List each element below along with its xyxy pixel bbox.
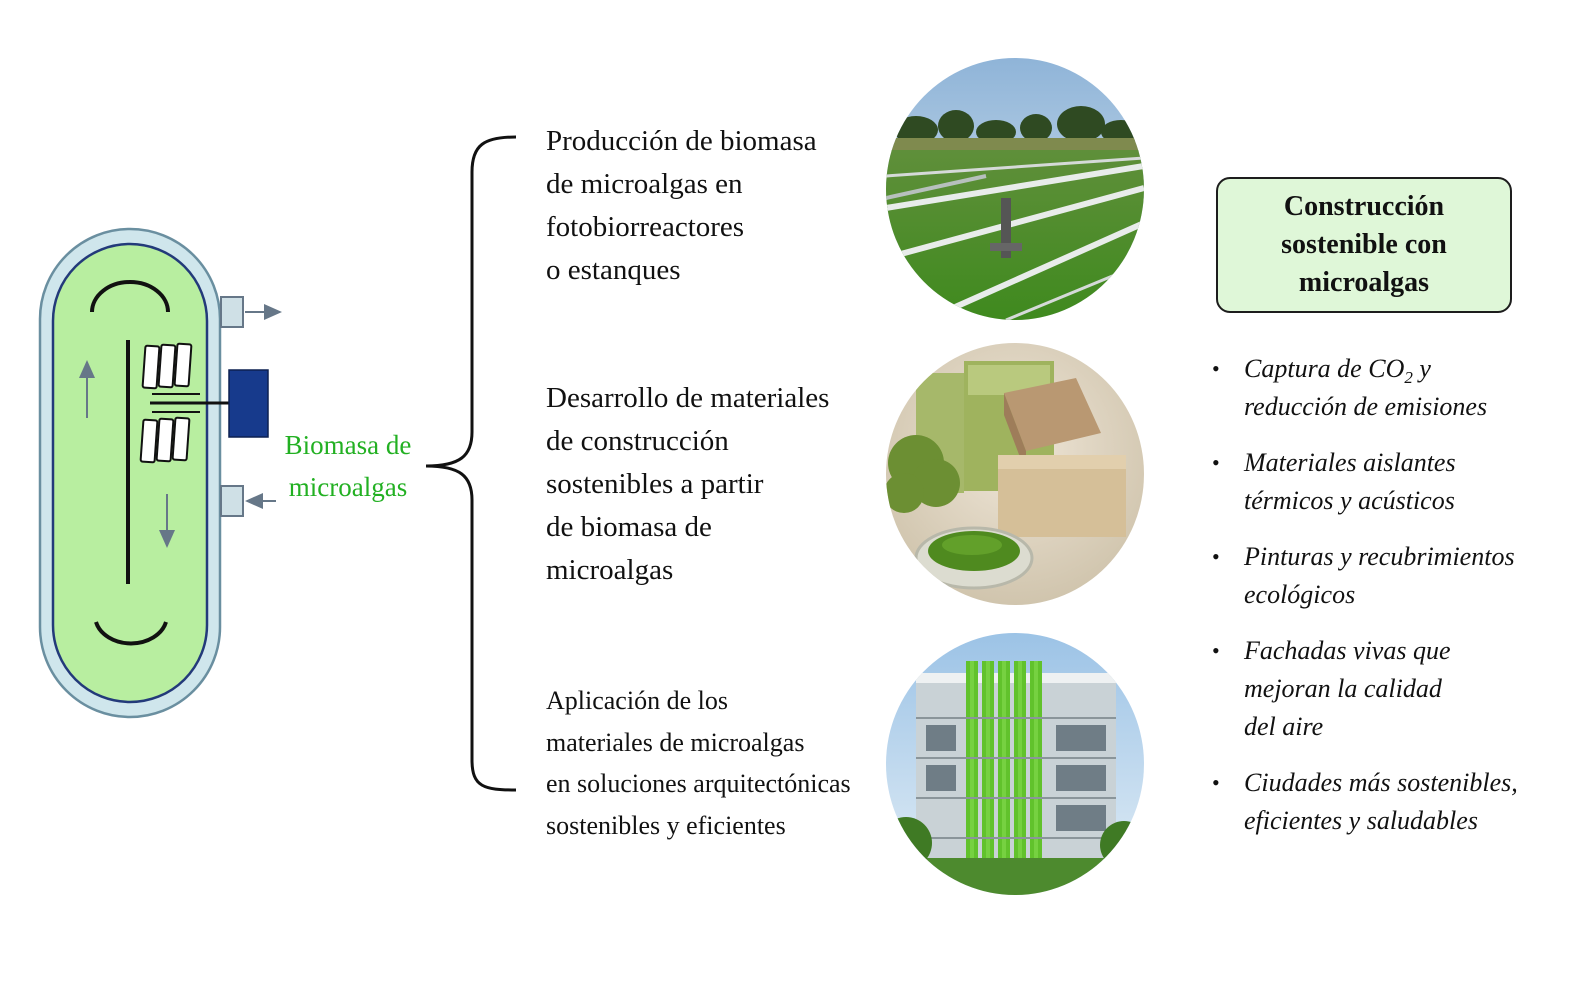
stage-line: o estanques — [546, 254, 681, 286]
summary-title-line: microalgas — [1298, 267, 1430, 298]
benefit-line: Ciudades más sostenibles, — [1244, 768, 1518, 797]
benefit-line: eficientes y saludables — [1244, 806, 1478, 835]
stage-line: en soluciones arquitectónicas — [546, 769, 851, 798]
stage-line: materiales de microalgas — [546, 727, 805, 757]
benefit-co2-prefix: Captura de CO — [1244, 354, 1405, 383]
benefits-list: Captura de CO2 y reducción de emisiones … — [1210, 350, 1570, 858]
raceway-ponds-photo — [886, 58, 1144, 320]
outlet-port — [220, 296, 244, 328]
benefit-line: Captura de CO2 y — [1244, 350, 1570, 388]
stage-line: microalgas — [546, 554, 674, 586]
benefit-line: reducción de emisiones — [1244, 392, 1488, 421]
biomass-label-line: microalgas — [288, 472, 408, 502]
benefit-co2-subscript: 2 — [1404, 368, 1413, 387]
stage-line: Aplicación de los — [546, 686, 728, 715]
stage-line: Producción de biomasa — [546, 125, 817, 157]
benefit-item: Pinturas y recubrimientos ecológicos — [1210, 538, 1570, 614]
stage-line: sostenibles a partir — [546, 468, 764, 500]
stage-line: de biomasa de — [546, 511, 712, 543]
stage-line: fotobiorreactores — [546, 211, 745, 243]
photobioreactor-diagram — [38, 227, 282, 719]
benefit-co2-suffix: y — [1412, 354, 1431, 383]
stage-line: sostenibles y eficientes — [546, 810, 786, 840]
biomass-label: Biomasa de microalgas — [268, 424, 428, 508]
benefit-line: Materiales aislantes — [1244, 448, 1456, 477]
benefit-item: Captura de CO2 y reducción de emisiones — [1210, 350, 1570, 426]
stage-line: de construcción — [546, 425, 729, 457]
bottom-baffle — [94, 621, 168, 646]
benefit-item: Materiales aislantes térmicos y acústico… — [1210, 444, 1570, 520]
stage-materials-text: Desarrollo de materiales de construcción… — [546, 377, 886, 592]
benefit-line: del aire — [1244, 712, 1324, 741]
benefit-line: Fachadas vivas que — [1244, 636, 1451, 665]
benefit-line: ecológicos — [1244, 580, 1356, 609]
benefit-line: térmicos y acústicos — [1244, 486, 1455, 515]
summary-title-line: Construcción — [1283, 191, 1445, 222]
microalgae-bricks-photo — [886, 343, 1144, 605]
benefit-item: Fachadas vivas que mejoran la calidad de… — [1210, 632, 1570, 746]
stage-line: Desarrollo de materiales — [546, 382, 830, 414]
green-facade-building-photo — [886, 633, 1144, 895]
top-baffle — [90, 280, 170, 313]
benefit-line: Pinturas y recubrimientos — [1244, 542, 1515, 571]
summary-title-line: sostenible con — [1281, 229, 1447, 260]
stage-application-text: Aplicación de los materiales de microalg… — [546, 680, 886, 846]
biomass-label-line: Biomasa de — [284, 430, 412, 460]
stage-production-text: Producción de biomasa de microalgas en f… — [546, 120, 886, 292]
inlet-port — [220, 485, 244, 517]
benefit-item: Ciudades más sostenibles, eficientes y s… — [1210, 764, 1570, 840]
controller-box — [228, 369, 269, 438]
impeller-blades — [139, 342, 193, 464]
summary-title-box: Construcción sostenible con microalgas — [1216, 177, 1512, 313]
stage-line: de microalgas en — [546, 168, 743, 200]
benefit-line: mejoran la calidad — [1244, 674, 1442, 703]
